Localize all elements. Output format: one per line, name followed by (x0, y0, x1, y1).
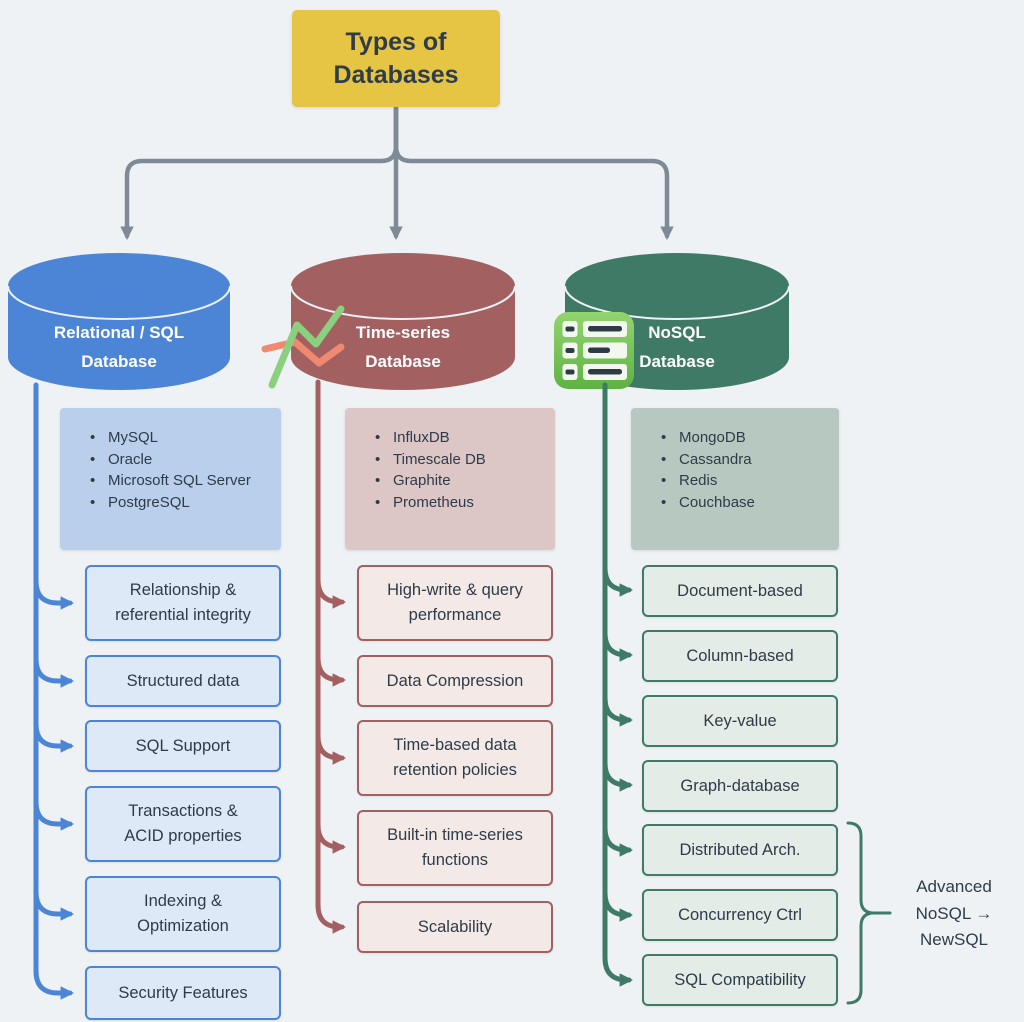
timeseries-cylinder (290, 253, 516, 390)
feature-box-nosql-6: SQL Compatibility (642, 954, 838, 1006)
feature-box-relational-3: Transactions &ACID properties (85, 786, 281, 862)
feature-box-nosql-0: Document-based (642, 565, 838, 617)
annotation-line-2: NoSQL → (915, 903, 993, 923)
line-chart-icon (261, 305, 345, 389)
list-item: Prometheus (375, 492, 555, 514)
feature-box-nosql-1: Column-based (642, 630, 838, 682)
relational-cylinder-label: Relational / SQL Database (53, 323, 185, 371)
title-line-1: Types of (345, 27, 447, 56)
feature-box-nosql-4: Distributed Arch. (642, 824, 838, 876)
list-item: Redis (661, 470, 839, 492)
root-connector (120, 105, 674, 241)
title-line-2: Databases (333, 60, 459, 89)
table-icon (554, 312, 634, 389)
feature-box-relational-4: Indexing &Optimization (85, 876, 281, 952)
feature-box-timeseries-4: Scalability (357, 901, 553, 953)
list-item: MongoDB (661, 427, 839, 449)
list-item: Microsoft SQL Server (90, 470, 281, 492)
relational-examples-list: MySQL Oracle Microsoft SQL Server Postgr… (60, 408, 281, 550)
list-item: Oracle (90, 449, 281, 471)
feature-box-relational-2: SQL Support (85, 720, 281, 772)
relational-branch-connector (33, 382, 75, 1000)
feature-box-nosql-3: Graph-database (642, 760, 838, 812)
feature-box-relational-5: Security Features (85, 966, 281, 1020)
annotation-line-3: NewSQL (919, 930, 989, 949)
annotation-line-1: Advanced (916, 877, 992, 896)
relational-cylinder (7, 253, 231, 390)
newsql-brace (846, 821, 892, 1005)
feature-box-relational-1: Structured data (85, 655, 281, 707)
newsql-annotation: Advanced NoSQL → NewSQL (898, 874, 1010, 954)
list-item: Timescale DB (375, 449, 555, 471)
list-item: InfluxDB (375, 427, 555, 449)
timeseries-cylinder-label: Time-series Database (355, 323, 451, 371)
timeseries-examples-list: InfluxDB Timescale DB Graphite Prometheu… (345, 408, 555, 550)
list-item: PostgreSQL (90, 492, 281, 514)
nosql-examples-list: MongoDB Cassandra Redis Couchbase (631, 408, 839, 550)
timeseries-branch-connector (315, 379, 347, 934)
feature-box-relational-0: Relationship &referential integrity (85, 565, 281, 641)
title-box: Types of Databases (292, 10, 500, 107)
feature-box-timeseries-1: Data Compression (357, 655, 553, 707)
feature-box-nosql-5: Concurrency Ctrl (642, 889, 838, 941)
list-item: Cassandra (661, 449, 839, 471)
nosql-cylinder-label: NoSQL Database (639, 323, 715, 371)
feature-box-nosql-2: Key-value (642, 695, 838, 747)
list-item: Couchbase (661, 492, 839, 514)
list-item: MySQL (90, 427, 281, 449)
nosql-branch-connector (602, 382, 634, 987)
list-item: Graphite (375, 470, 555, 492)
